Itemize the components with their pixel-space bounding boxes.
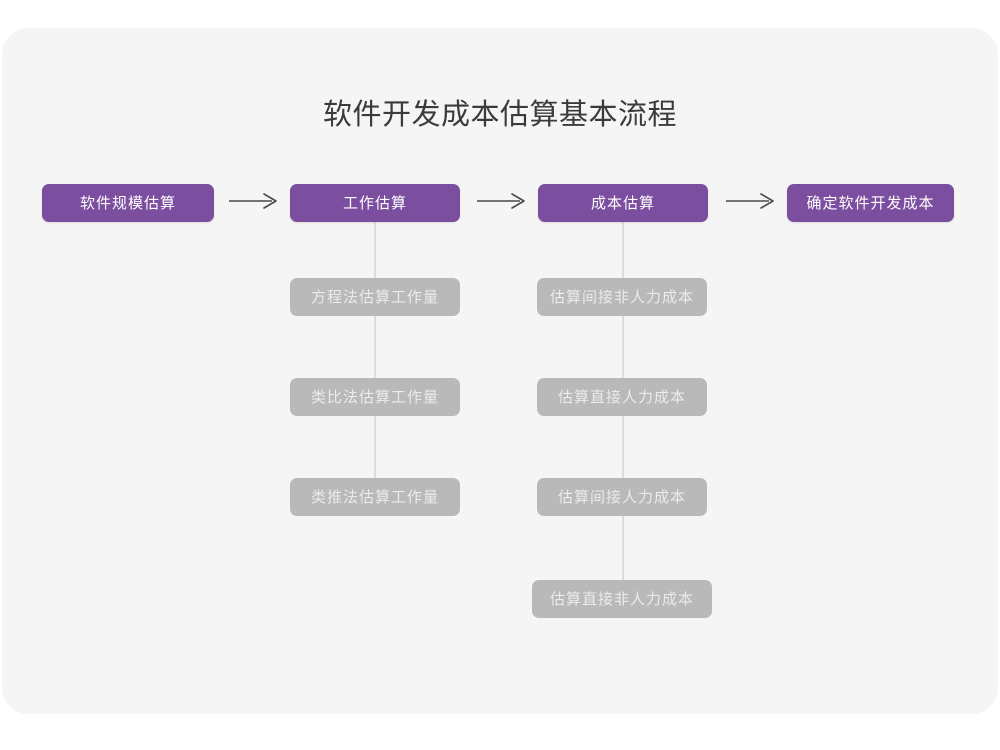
branch-node-direct-nonlabor-cost[interactable]: 估算直接非人力成本 — [532, 580, 712, 618]
branch-node-inference-method-effort[interactable]: 类推法估算工作量 — [290, 478, 460, 516]
arrow-right-icon — [476, 190, 528, 212]
branch-node-indirect-labor-cost[interactable]: 估算间接人力成本 — [537, 478, 707, 516]
branch-node-label: 估算间接人力成本 — [557, 487, 686, 506]
branch-node-label: 方程法估算工作量 — [310, 287, 439, 306]
arrow-right-icon — [228, 190, 280, 212]
connector-line-work — [374, 212, 376, 506]
diagram-card-background — [2, 28, 998, 714]
flow-step-effort-estimation[interactable]: 工作估算 — [290, 184, 460, 222]
flow-step-software-scale-estimation[interactable]: 软件规模估算 — [42, 184, 214, 222]
flow-step-label: 软件规模估算 — [79, 193, 176, 212]
branch-node-label: 估算间接非人力成本 — [549, 287, 694, 306]
branch-node-equation-method-effort[interactable]: 方程法估算工作量 — [290, 278, 460, 316]
branch-node-analogy-method-effort[interactable]: 类比法估算工作量 — [290, 378, 460, 416]
branch-node-direct-labor-cost[interactable]: 估算直接人力成本 — [537, 378, 707, 416]
flow-step-label: 工作估算 — [342, 193, 407, 212]
flow-step-cost-estimation[interactable]: 成本估算 — [538, 184, 708, 222]
flow-step-label: 确定软件开发成本 — [806, 193, 935, 212]
branch-node-label: 估算直接人力成本 — [557, 387, 686, 406]
flow-step-determine-development-cost[interactable]: 确定软件开发成本 — [787, 184, 954, 222]
flow-step-label: 成本估算 — [590, 193, 655, 212]
branch-node-label: 类比法估算工作量 — [310, 387, 439, 406]
branch-node-indirect-nonlabor-cost[interactable]: 估算间接非人力成本 — [537, 278, 707, 316]
branch-node-label: 类推法估算工作量 — [310, 487, 439, 506]
arrow-right-icon — [725, 190, 777, 212]
diagram-title: 软件开发成本估算基本流程 — [322, 97, 677, 131]
branch-node-label: 估算直接非人力成本 — [549, 589, 694, 608]
